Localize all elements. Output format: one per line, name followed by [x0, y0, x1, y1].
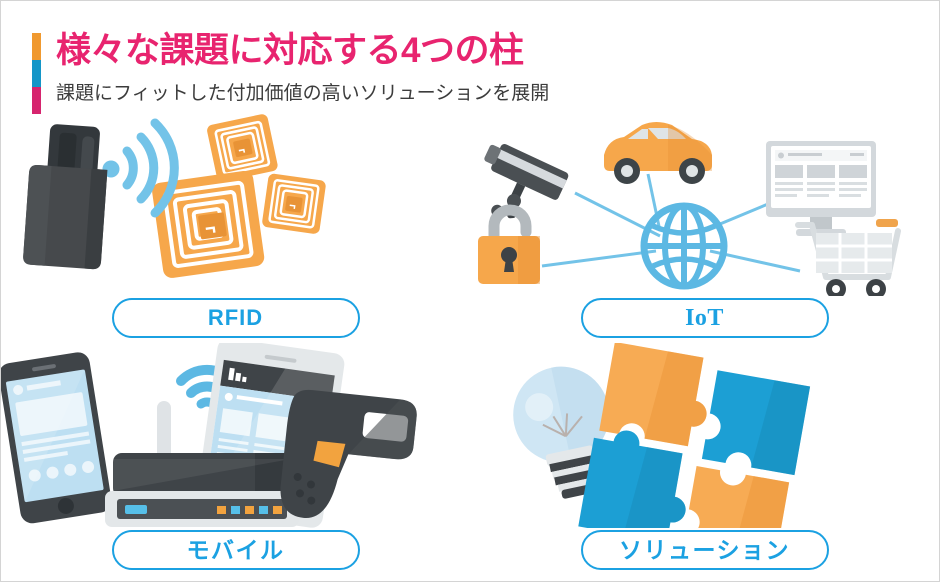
- rfid-tag-icon: [207, 114, 278, 182]
- page-title: 様々な課題に対応する4つの柱: [56, 31, 524, 70]
- accent-segment-orange: [32, 33, 41, 60]
- pill-label-iot: IoT: [685, 305, 724, 331]
- pillars-grid: RFID: [1, 111, 939, 581]
- shopping-cart-icon: [795, 219, 901, 296]
- pill-iot[interactable]: IoT: [580, 298, 829, 338]
- accent-segment-blue: [32, 60, 41, 87]
- accent-bar: [32, 33, 41, 114]
- rfid-illustration: [1, 111, 470, 296]
- mobile-illustration: [1, 343, 470, 528]
- header: 様々な課題に対応する4つの柱 課題にフィットした付加価値の高いソリューションを展…: [32, 31, 902, 116]
- pillar-iot: IoT: [470, 111, 939, 346]
- wifi-router-icon: [105, 401, 299, 527]
- monitor-icon: [766, 141, 876, 236]
- rfid-tag-icon: [152, 170, 265, 278]
- pill-rfid[interactable]: RFID: [111, 298, 360, 338]
- iot-illustration: [470, 111, 939, 296]
- rfid-tag-icon: [262, 173, 326, 234]
- pillar-mobile: モバイル: [1, 343, 470, 578]
- solution-illustration: [470, 343, 939, 528]
- lightbulb-icon: [513, 366, 610, 499]
- pill-mobile[interactable]: モバイル: [111, 530, 360, 570]
- accent-segment-magenta: [32, 87, 41, 114]
- barcode-scanner-icon: [280, 389, 417, 518]
- security-camera-icon: [484, 143, 569, 219]
- pillar-rfid: RFID: [1, 111, 470, 346]
- page-subtitle: 課題にフィットした付加価値の高いソリューションを展開: [56, 83, 550, 104]
- pill-label-rfid: RFID: [207, 305, 264, 330]
- padlock-icon: [478, 204, 540, 284]
- smartphone-icon: [1, 352, 112, 524]
- wifi-signal-icon: [102, 118, 179, 218]
- pill-solution[interactable]: ソリューション: [580, 530, 829, 570]
- pill-label-mobile: モバイル: [186, 536, 285, 563]
- car-icon: [604, 122, 712, 184]
- pill-label-solution: ソリューション: [618, 536, 791, 563]
- pillar-solution: ソリューション: [470, 343, 939, 578]
- globe-icon: [640, 202, 728, 290]
- puzzle-piece-icon: [578, 343, 811, 528]
- rfid-reader-icon: [23, 124, 108, 270]
